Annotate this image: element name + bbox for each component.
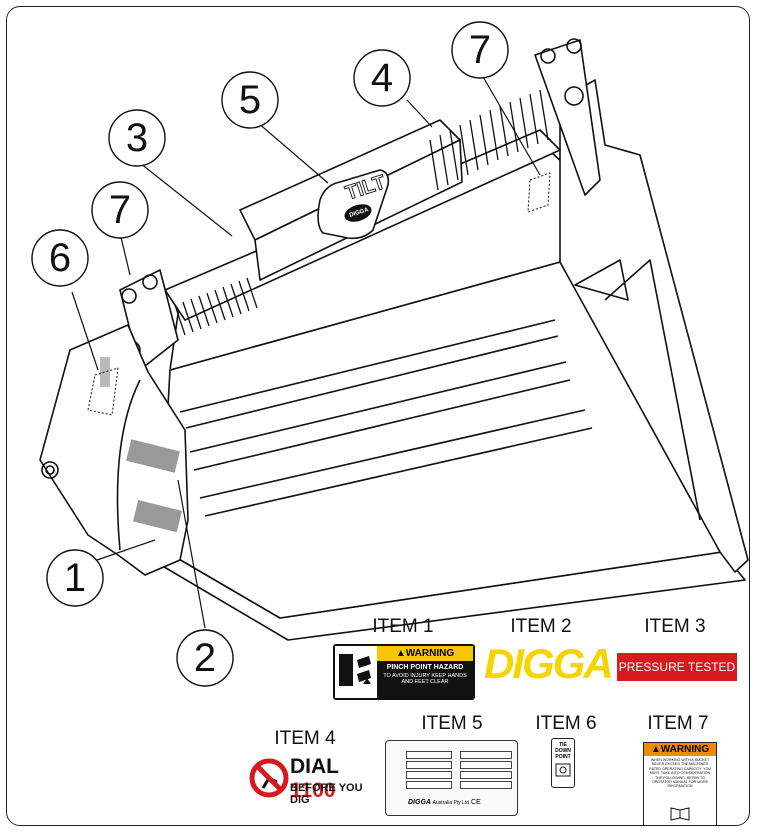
pinch-point-text: PINCH POINT HAZARD bbox=[386, 664, 464, 671]
tilt-decal-brand: DIGGA bbox=[349, 207, 370, 219]
item-2-label: ITEM 2 bbox=[510, 616, 572, 637]
callout-6: 6 bbox=[49, 236, 71, 280]
callout-circle-1 bbox=[46, 549, 104, 607]
callout-5: 5 bbox=[239, 78, 261, 122]
dial-number: 1100 bbox=[290, 779, 336, 802]
right-pivot-bracket bbox=[534, 39, 601, 196]
callout-3: 3 bbox=[126, 116, 148, 160]
callout-2: 2 bbox=[194, 636, 216, 680]
before-you-dig-text: BEFORE YOU DIG bbox=[290, 782, 363, 806]
item-6-label: ITEM 6 bbox=[535, 713, 597, 734]
callout-circle-7b bbox=[451, 21, 509, 79]
pinch-point-warning-decal: ▲WARNING PINCH POINT HAZARD TO AVOID INJ… bbox=[333, 644, 475, 700]
right-side-plate bbox=[559, 79, 749, 573]
digga-logo-decal: DIGGA bbox=[484, 640, 614, 687]
bucket-warning-decal: ▲WARNING WHEN WORKING WITH A BUCKET NEVE… bbox=[643, 742, 717, 826]
callout-7a: 7 bbox=[109, 188, 131, 232]
callout-circle-2 bbox=[176, 629, 234, 687]
pinch-point-subtext: TO AVOID INJURY KEEP HANDS AND FEET CLEA… bbox=[383, 673, 467, 685]
item-7-label: ITEM 7 bbox=[647, 713, 709, 734]
manual-book-icon bbox=[670, 807, 690, 821]
pressure-tested-decal: PRESSURE TESTED bbox=[617, 653, 737, 681]
callout-circle-3 bbox=[108, 109, 166, 167]
item-4-label: ITEM 4 bbox=[274, 728, 336, 749]
warning-header: ▲WARNING bbox=[377, 646, 473, 661]
warning7-header: ▲WARNING bbox=[644, 743, 716, 756]
dial-before-you-dig-decal: DIAL 1100 BEFORE YOU DIG bbox=[249, 752, 367, 806]
item-3-label: ITEM 3 bbox=[644, 616, 706, 637]
callout-circle-7a bbox=[91, 181, 149, 239]
warning7-body: WHEN WORKING WITH A BUCKET NEVER EXCEED … bbox=[649, 758, 711, 789]
serial-plate-decal: DIGGA Australia Pty Ltd CE bbox=[385, 740, 518, 816]
callout-circle-4 bbox=[353, 49, 411, 107]
drawing-frame bbox=[6, 6, 750, 826]
no-dig-icon bbox=[249, 758, 289, 798]
callout-circle-6 bbox=[31, 229, 89, 287]
item-5-label: ITEM 5 bbox=[421, 713, 483, 734]
decal-block-lower bbox=[132, 500, 182, 533]
decal-block-upper bbox=[126, 439, 180, 473]
callout-7b: 7 bbox=[469, 28, 491, 72]
callout-4: 4 bbox=[371, 56, 393, 100]
callout-1: 1 bbox=[64, 556, 86, 600]
tie-down-icon bbox=[555, 763, 571, 777]
tie-down-point-decal: TIE DOWN POINT bbox=[551, 738, 575, 788]
pinch-hand-icon bbox=[335, 646, 377, 698]
plate-footer: DIGGA Australia Pty Ltd CE bbox=[408, 799, 481, 806]
item-1-label: ITEM 1 bbox=[372, 616, 434, 637]
callout-circle-5 bbox=[221, 71, 279, 129]
